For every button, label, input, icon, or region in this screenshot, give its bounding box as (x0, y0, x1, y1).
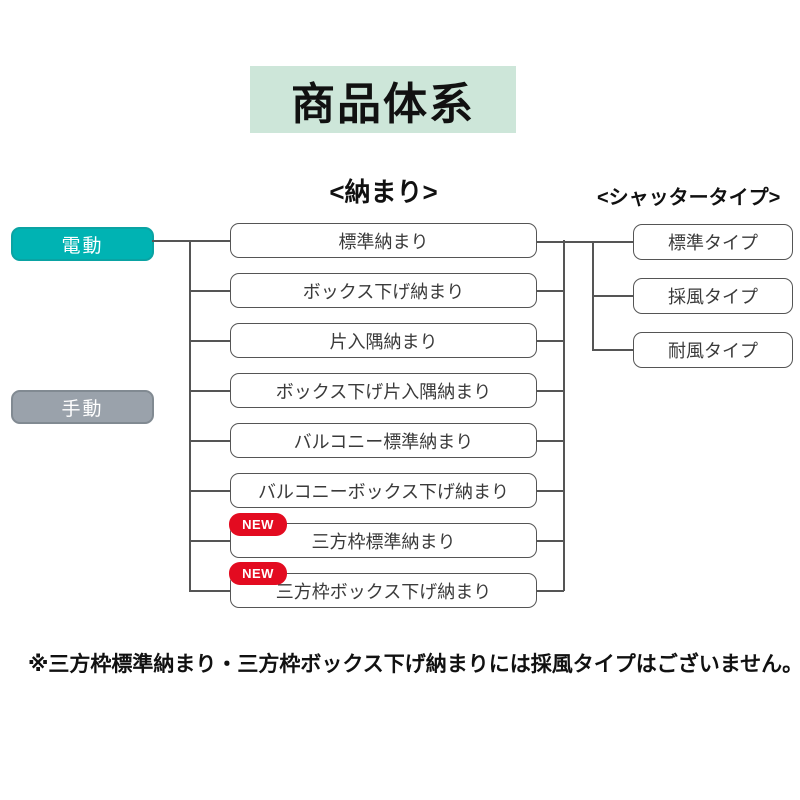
shutter-type-box-standard: 標準タイプ (633, 224, 793, 260)
connector-line (189, 490, 230, 492)
connector-line (537, 590, 564, 592)
connector-line (189, 240, 191, 591)
drive-mode-manual: 手動 (11, 390, 154, 424)
new-badge: NEW (229, 562, 287, 585)
shutter-type-box-taifuu: 耐風タイプ (633, 332, 793, 368)
connector-line (592, 349, 633, 351)
title-banner: 商品体系 (250, 66, 516, 133)
connector-line (152, 240, 230, 242)
connector-line (537, 540, 564, 542)
connector-line (563, 240, 565, 591)
connector-line (537, 241, 633, 243)
connector-line (592, 295, 633, 297)
nakamari-box-standard: 標準納まり (230, 223, 537, 258)
connector-line (189, 440, 230, 442)
nakamari-box-box-sage: ボックス下げ納まり (230, 273, 537, 308)
connector-line (537, 440, 564, 442)
heading-shutter-type: <シャッタータイプ> (597, 187, 781, 209)
nakamari-box-box-sage-kataerisumi: ボックス下げ片入隅納まり (230, 373, 537, 408)
connector-line (537, 290, 564, 292)
new-badge: NEW (229, 513, 287, 536)
drive-mode-electric: 電動 (11, 227, 154, 261)
connector-line (189, 290, 230, 292)
heading-nakamari: <納まり> (329, 177, 438, 207)
connector-line (537, 340, 564, 342)
connector-line (189, 390, 230, 392)
nakamari-box-sanpowaku-standard: 三方枠標準納まり (230, 523, 537, 558)
shutter-type-box-saifuu: 採風タイプ (633, 278, 793, 314)
footnote: ※三方枠標準納まり・三方枠ボックス下げ納まりには採風タイプはございません。 (28, 653, 800, 676)
nakamari-box-kataerisumi: 片入隅納まり (230, 323, 537, 358)
connector-line (189, 590, 230, 592)
nakamari-box-balcony-standard: バルコニー標準納まり (230, 423, 537, 458)
nakamari-box-balcony-box-sage: バルコニーボックス下げ納まり (230, 473, 537, 508)
connector-line (537, 490, 564, 492)
connector-line (189, 340, 230, 342)
page-title: 商品体系 (291, 79, 475, 129)
connector-line (537, 390, 564, 392)
connector-line (189, 540, 230, 542)
